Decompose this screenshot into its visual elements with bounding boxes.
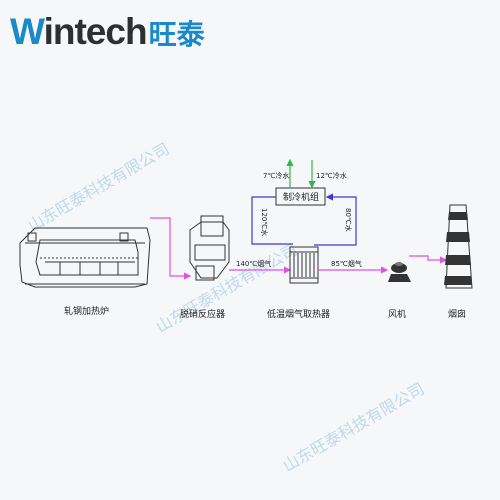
logo-cjk: 旺泰 bbox=[148, 18, 205, 51]
logo-w: W bbox=[10, 11, 45, 52]
label-furnace: 轧钢加热炉 bbox=[64, 305, 109, 317]
label-chiller: 制冷机组 bbox=[283, 191, 319, 203]
chimney-shape bbox=[444, 204, 473, 289]
label-reactor: 脱硝反应器 bbox=[180, 308, 225, 320]
label-cold-out: 12℃冷水 bbox=[316, 171, 347, 180]
label-flue-in: 140℃烟气 bbox=[236, 259, 271, 268]
label-cold-in: 7℃冷水 bbox=[263, 171, 289, 180]
fan-shape bbox=[388, 262, 411, 282]
label-heat-exchanger: 低温烟气取热器 bbox=[267, 308, 330, 320]
label-chimney: 烟囱 bbox=[448, 308, 466, 320]
hot-water-return-line bbox=[314, 193, 357, 246]
label-hot-supply: 120℃水 bbox=[260, 208, 269, 236]
watermark-3: 山东旺泰科技有限公司 bbox=[280, 379, 428, 475]
furnace-shape bbox=[19, 227, 151, 288]
company-logo: Wintech 旺泰 bbox=[10, 13, 205, 50]
watermark-2: 山东旺泰科技有限公司 bbox=[153, 240, 301, 336]
flue-furnace-to-reactor bbox=[150, 217, 192, 280]
flue-fan-to-chimney bbox=[409, 255, 448, 264]
logo-text: Wintech bbox=[10, 11, 148, 52]
heat-exchanger-shape bbox=[289, 246, 319, 284]
reactor-shape bbox=[189, 215, 230, 281]
label-fan: 风机 bbox=[388, 308, 406, 320]
watermark-1: 山东旺泰科技有限公司 bbox=[25, 139, 173, 235]
label-hot-return: 80℃水 bbox=[344, 208, 353, 232]
label-flue-out: 85℃烟气 bbox=[331, 259, 362, 268]
logo-rest: intech bbox=[43, 11, 148, 52]
hot-water-supply-line bbox=[251, 196, 293, 245]
